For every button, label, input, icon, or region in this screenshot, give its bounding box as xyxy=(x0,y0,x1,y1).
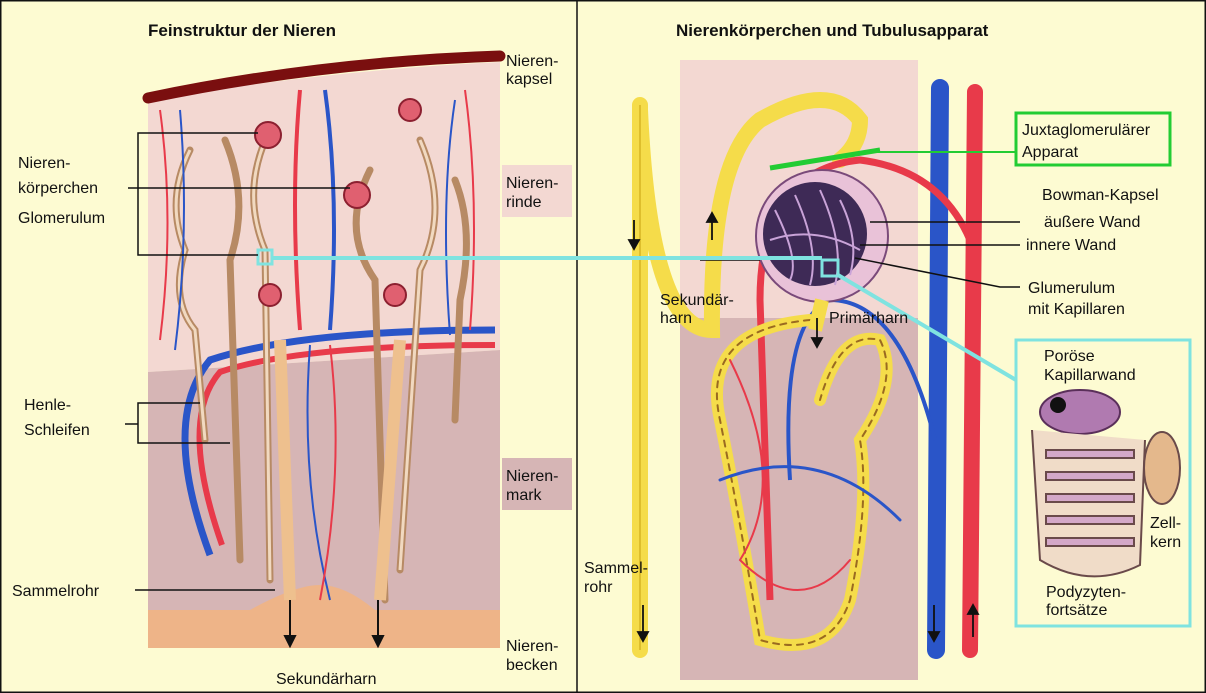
label-nierenrinde-1: Nieren- xyxy=(506,175,558,192)
left-panel-title: Feinstruktur der Nieren xyxy=(148,21,336,40)
label-nierenrinde-2: rinde xyxy=(506,194,542,211)
label-sammelrohr-right-1: Sammel- xyxy=(584,560,648,577)
label-nierenkoerperchen-1: Nieren- xyxy=(18,155,70,172)
label-zellkern-1: Zell- xyxy=(1150,515,1181,532)
vein-right xyxy=(936,88,940,650)
label-nierenmark-2: mark xyxy=(506,487,543,504)
left-panel: Feinstruktur der Nieren Nieren- kapsel N… xyxy=(12,21,572,688)
label-bowman: Bowman-Kapsel xyxy=(1042,187,1159,204)
label-nierenmark-1: Nieren- xyxy=(506,468,558,485)
label-zellkern-2: kern xyxy=(1150,534,1181,551)
label-glomerulum: Glomerulum xyxy=(18,210,105,227)
label-henle-1: Henle- xyxy=(24,397,71,414)
label-sekundaerharn-right-2: harn xyxy=(660,310,692,327)
label-podo-1: Podyzyten- xyxy=(1046,584,1126,601)
label-sammelrohr-left: Sammelrohr xyxy=(12,583,100,600)
artery-right xyxy=(970,92,975,650)
label-sekundaerharn-left: Sekundärharn xyxy=(276,671,377,688)
label-glum-1: Glumerulum xyxy=(1028,280,1115,297)
label-nierenkapsel-2: kapsel xyxy=(506,71,552,88)
label-sammelrohr-right-2: rohr xyxy=(584,579,613,596)
label-innere-wand: innere Wand xyxy=(1026,237,1116,254)
label-nierenbecken-1: Nieren- xyxy=(506,638,558,655)
label-poroese-1: Poröse xyxy=(1044,348,1095,365)
label-sekundaerharn-right-1: Sekundär- xyxy=(660,292,734,309)
label-aeussere-wand: äußere Wand xyxy=(1044,214,1140,231)
label-podo-2: fortsätze xyxy=(1046,602,1107,619)
label-primaerharn: Primärharn xyxy=(829,310,908,327)
proximal-tubule-start xyxy=(815,300,822,330)
right-panel-title: Nierenkörperchen und Tubulusapparat xyxy=(676,21,989,40)
label-juxta-1: Juxtaglomerulärer xyxy=(1022,122,1151,139)
label-nierenkoerperchen-2: körperchen xyxy=(18,180,98,197)
label-juxta-2: Apparat xyxy=(1022,144,1079,161)
label-poroese-2: Kapillarwand xyxy=(1044,367,1136,384)
cortex-region xyxy=(148,62,500,372)
label-glum-2: mit Kapillaren xyxy=(1028,301,1125,318)
label-nierenbecken-2: becken xyxy=(506,657,558,674)
label-henle-2: Schleifen xyxy=(24,422,90,439)
label-nierenkapsel-1: Nieren- xyxy=(506,53,558,70)
